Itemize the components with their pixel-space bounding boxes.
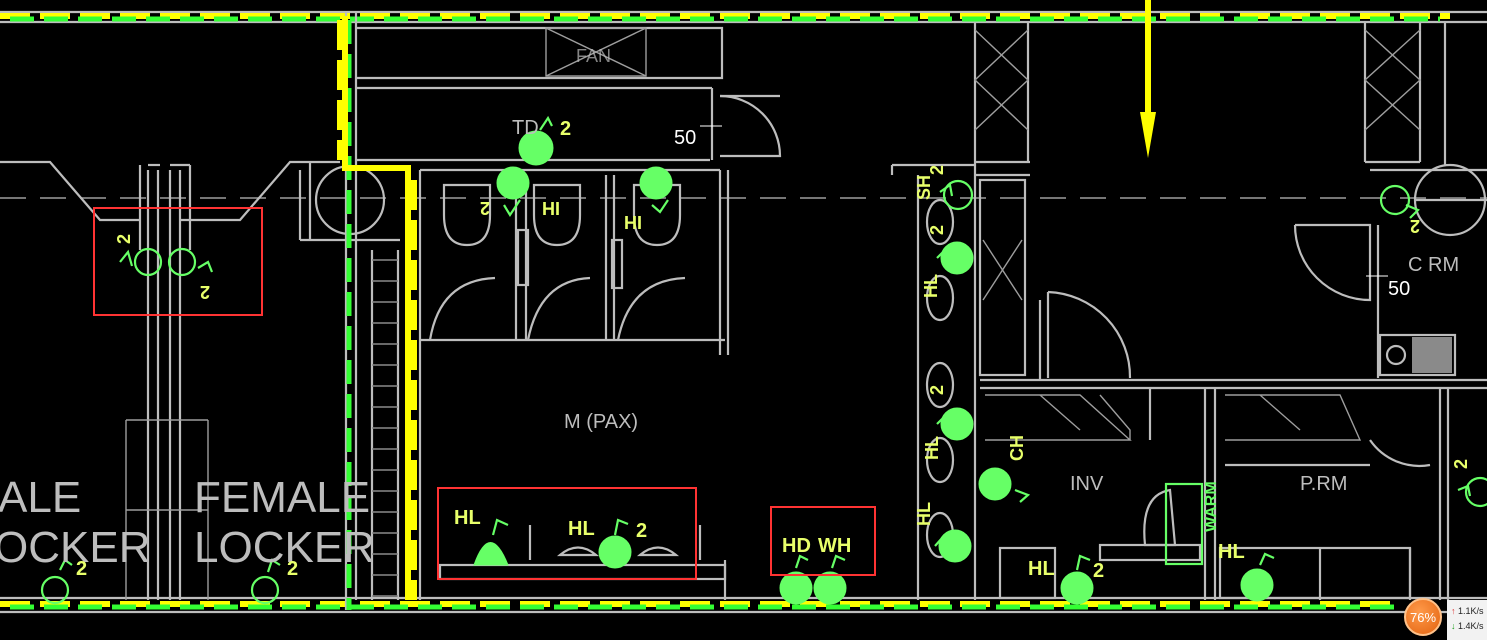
download-arrow-icon: ↓ (1451, 621, 1456, 631)
markup-box-vanity (437, 487, 697, 580)
c-rm (1293, 22, 1487, 378)
pipe-size-urinal: 2 (480, 198, 490, 218)
plumbing-fixtures (40, 115, 1487, 605)
upload-row: ↑ 1.1K/s (1451, 604, 1487, 619)
network-speed-panel: ↑ 1.1K/s ↓ 1.4K/s (1447, 600, 1487, 640)
dimension-door-2: 50 (1388, 278, 1410, 300)
markup-box-locker (93, 207, 263, 316)
service-core (890, 22, 1487, 600)
upload-arrow-icon: ↑ (1451, 606, 1456, 616)
tag-wh: WH (818, 535, 851, 557)
room-label-female-line2: LOCKER (194, 523, 375, 572)
download-speed: 1.4K/s (1458, 621, 1484, 631)
tag-ih-2: IH (624, 212, 642, 232)
room-label-female-line1: FEMALE (194, 473, 370, 522)
pipe-size-crm: 2 (1410, 216, 1420, 236)
pipe-size-right-edge: 2 (1451, 459, 1471, 469)
room-label-inv: INV (1070, 473, 1104, 495)
pipe-size-sh: 2 (927, 165, 947, 175)
room-label-male-line1: ALE (0, 473, 81, 522)
tag-warm: WARM (1203, 481, 1220, 532)
tag-hl-vanity-2: HL (568, 518, 595, 540)
pipe-size-inv: 2 (1093, 560, 1104, 582)
pipe-size-riser-1: 2 (927, 225, 947, 235)
tag-sh: SH (914, 175, 934, 200)
upload-speed: 1.1K/s (1458, 606, 1484, 616)
tag-hl-column-3: HL (914, 502, 934, 526)
bottom-wall (0, 596, 1487, 614)
tag-ih-1: IH (542, 198, 560, 218)
zoom-indicator[interactable]: 76% (1404, 598, 1442, 636)
zoom-value: 76% (1409, 609, 1437, 625)
pipe-size-lav: 2 (636, 520, 647, 542)
locker-area (0, 160, 400, 600)
tag-hl-inv: HL (1028, 558, 1055, 580)
tag-hl-vanity: HL (454, 507, 481, 529)
markup-box-hd-wh (770, 506, 876, 576)
tag-hd: HD (782, 535, 811, 557)
tag-hl-column-1: HL (921, 274, 941, 298)
fan-label: FAN (576, 46, 611, 66)
room-label-male-line2: OCKER (0, 523, 150, 572)
tag-ch: CH (1007, 435, 1027, 461)
room-label-p-rm: P.RM (1300, 473, 1347, 495)
riser-arrow (1140, 112, 1156, 158)
download-row: ↓ 1.4K/s (1451, 619, 1487, 634)
tag-hl-column-2: HL (922, 436, 942, 460)
pipe-size-locker-d: 2 (287, 558, 298, 580)
pipe-size-locker-b: 2 (200, 282, 210, 302)
pipe-size-locker-c: 2 (76, 558, 87, 580)
room-label-m-pax: M (PAX) (564, 411, 638, 433)
tag-hl-prm: HL (1218, 541, 1245, 563)
room-label-c-rm: C RM (1408, 254, 1459, 276)
pipe-size-td: 2 (560, 118, 571, 140)
chase-shaft (337, 12, 422, 610)
pipe-size-riser-2: 2 (927, 385, 947, 395)
top-wall (0, 10, 1487, 24)
mens-toilet: FAN M (PAX) (356, 26, 782, 600)
dimension-door-1: 50 (674, 127, 696, 149)
tag-td: TD (512, 117, 539, 139)
pipe-size-locker-a: 2 (114, 234, 134, 244)
